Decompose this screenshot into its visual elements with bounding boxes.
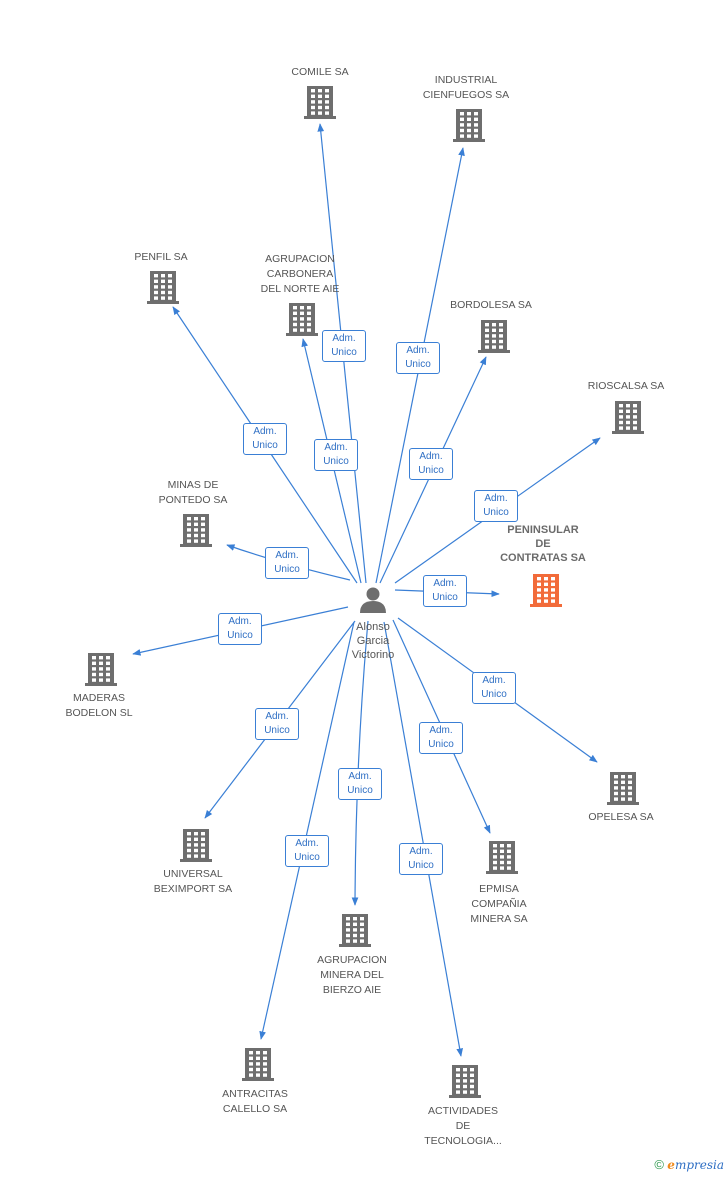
edge-agrupacion-m	[351, 620, 369, 906]
company-label-bordolesa[interactable]: BORDOLESA SA	[450, 299, 532, 311]
role-badge-universal[interactable]: Adm. Unico	[255, 708, 299, 740]
building-icon-universal[interactable]	[180, 829, 212, 862]
role-badge-epmisa[interactable]: Adm. Unico	[419, 722, 463, 754]
building-icon-industrial[interactable]	[453, 109, 485, 142]
building-icon-penfil[interactable]	[147, 271, 179, 304]
building-icon-minas[interactable]	[180, 514, 212, 547]
building-icon-antracitas[interactable]	[242, 1048, 274, 1081]
role-badge-opelesa[interactable]: Adm. Unico	[472, 672, 516, 704]
person-icon[interactable]	[360, 587, 386, 614]
company-label-peninsular[interactable]: PENINSULAR DE CONTRATAS SA	[500, 524, 586, 564]
building-icon-agrupacion-m[interactable]	[339, 914, 371, 947]
building-icon-maderas[interactable]	[85, 653, 117, 686]
company-label-agrupacion-m[interactable]: AGRUPACION MINERA DEL BIERZO AIE	[317, 954, 387, 996]
brand-logo: empresia	[667, 1158, 724, 1172]
company-label-industrial[interactable]: INDUSTRIAL CIENFUEGOS SA	[422, 74, 510, 101]
person-name[interactable]: Alonso Garcia Victorino	[351, 621, 395, 661]
role-badge-rioscalsa[interactable]: Adm. Unico	[474, 490, 518, 522]
role-badge-peninsular[interactable]: Adm. Unico	[423, 575, 467, 607]
role-badge-comile[interactable]: Adm. Unico	[322, 330, 366, 362]
company-label-antracitas[interactable]: ANTRACITAS CALELLO SA	[222, 1088, 288, 1115]
building-icon-opelesa[interactable]	[607, 772, 639, 805]
building-icon-bordolesa[interactable]	[478, 320, 510, 353]
role-badge-actividades[interactable]: Adm. Unico	[399, 843, 443, 875]
company-label-actividades[interactable]: ACTIVIDADES DE TECNOLOGIA...	[424, 1105, 502, 1147]
edge-actividades	[383, 621, 463, 1057]
company-label-agrupacion-c[interactable]: AGRUPACION CARBONERA DEL NORTE AIE	[260, 253, 340, 295]
role-badge-bordolesa[interactable]: Adm. Unico	[409, 448, 453, 480]
company-label-penfil[interactable]: PENFIL SA	[134, 251, 188, 263]
building-icon-agrupacion-c[interactable]	[286, 303, 318, 336]
role-badge-industrial[interactable]: Adm. Unico	[396, 342, 440, 374]
role-badge-antracitas[interactable]: Adm. Unico	[285, 835, 329, 867]
role-badge-penfil[interactable]: Adm. Unico	[243, 423, 287, 455]
copyright-symbol: ©	[654, 1157, 664, 1172]
building-icon-peninsular[interactable]	[530, 574, 562, 607]
role-badge-maderas[interactable]: Adm. Unico	[218, 613, 262, 645]
edge-antracitas	[259, 621, 355, 1040]
building-icon-rioscalsa[interactable]	[612, 401, 644, 434]
company-label-rioscalsa[interactable]: RIOSCALSA SA	[587, 380, 665, 392]
company-label-universal[interactable]: UNIVERSAL BEXIMPORT SA	[153, 868, 233, 895]
building-icon-actividades[interactable]	[449, 1065, 481, 1098]
role-badge-agrupacion-m[interactable]: Adm. Unico	[338, 768, 382, 800]
building-icon-comile[interactable]	[304, 86, 336, 119]
company-label-maderas[interactable]: MADERAS BODELON SL	[65, 692, 133, 719]
footer-brand[interactable]: © empresia	[654, 1157, 724, 1172]
company-label-opelesa[interactable]: OPELESA SA	[588, 811, 654, 823]
company-label-minas[interactable]: MINAS DE PONTEDO SA	[158, 479, 228, 506]
role-badge-agrupacion-c[interactable]: Adm. Unico	[314, 439, 358, 471]
role-badge-minas[interactable]: Adm. Unico	[265, 547, 309, 579]
company-label-comile[interactable]: COMILE SA	[291, 66, 349, 78]
building-icon-epmisa[interactable]	[486, 841, 518, 874]
company-label-epmisa[interactable]: EPMISA COMPAÑIA MINERA SA	[470, 883, 528, 925]
